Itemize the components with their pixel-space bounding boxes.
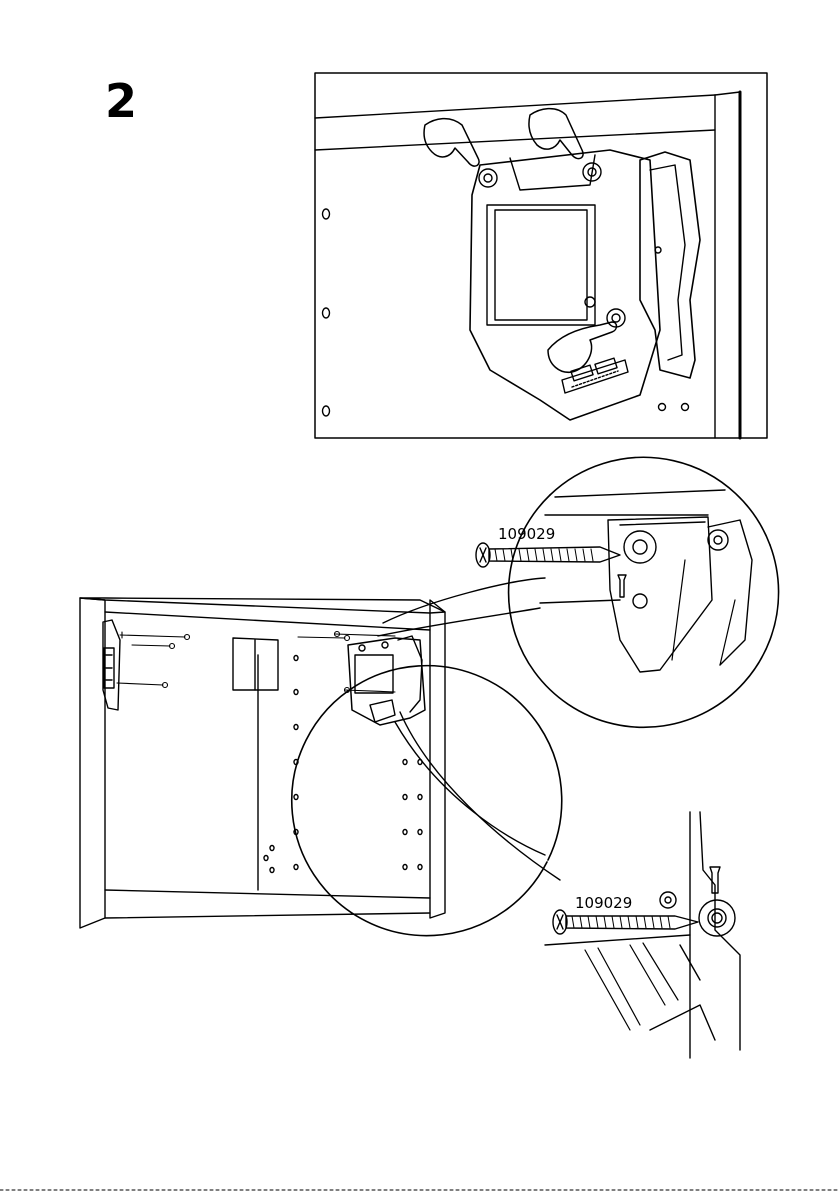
screw-left-low xyxy=(117,683,168,688)
lower-screw-109029 xyxy=(553,910,698,934)
lower-part-number: 109029 xyxy=(575,894,632,912)
right-hinge-mechanism xyxy=(348,636,425,725)
screw-top-right-a xyxy=(298,636,350,641)
cabinet-screws xyxy=(117,632,395,693)
screw-top-left-b xyxy=(132,644,175,649)
upper-screw-109029 xyxy=(476,543,620,567)
screw-top-left-a xyxy=(120,632,190,640)
top-detail-panel xyxy=(315,73,767,438)
cabinet-frame xyxy=(80,598,445,928)
upper-part-number: 109029 xyxy=(498,525,555,543)
shelf-pin-holes xyxy=(264,656,422,873)
upper-magnifier xyxy=(378,457,779,727)
